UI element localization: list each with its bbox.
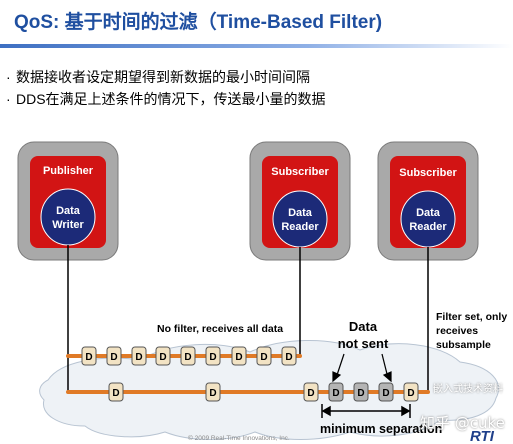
- data-reader-a-line2: Reader: [281, 221, 319, 233]
- rti-logo: RTI: [470, 428, 495, 444]
- svg-text:D: D: [112, 388, 119, 399]
- slide-title: QoS: 基于时间的过滤（Time-Based Filter): [14, 12, 383, 33]
- sample-packet: D: [256, 346, 272, 366]
- label-filter-2: receives: [436, 325, 478, 337]
- sample-packet-not-sent: D: [328, 382, 344, 402]
- svg-text:D: D: [184, 352, 191, 363]
- copyright-text: © 2009 Real-Time Innovations, Inc.: [188, 434, 290, 442]
- sample-packet: D: [205, 346, 221, 366]
- subscriber-device-b: Subscriber Data Reader: [377, 141, 479, 261]
- title-rule: [0, 44, 513, 48]
- svg-text:D: D: [135, 352, 142, 363]
- data-reader-b-line1: Data: [416, 207, 441, 219]
- watermark-line1: 知乎 @cuke: [420, 414, 505, 432]
- watermark-line2: 嵌入式技术资料: [433, 384, 503, 395]
- svg-text:D: D: [159, 352, 166, 363]
- sample-packet: D: [205, 382, 221, 402]
- label-data-not-sent-2: not sent: [338, 336, 389, 351]
- label-filter-1: Filter set, only: [436, 311, 507, 323]
- connection-lines: [67, 245, 429, 392]
- svg-text:D: D: [307, 388, 314, 399]
- label-min-separation: minimum separation: [320, 422, 442, 436]
- bullet-list: ·数据接收者设定期望得到新数据的最小时间间隔 ·DDS在满足上述条件的情况下，传…: [6, 66, 326, 110]
- sample-packet: D: [106, 346, 122, 366]
- sample-packet: D: [403, 382, 419, 402]
- sample-packet: D: [180, 346, 196, 366]
- label-filter-3: subsample: [436, 339, 491, 351]
- sample-packet: D: [231, 346, 247, 366]
- svg-text:D: D: [382, 388, 389, 399]
- sample-packet-not-sent: D: [353, 382, 369, 402]
- svg-text:D: D: [285, 352, 292, 363]
- bullet-item: ·DDS在满足上述条件的情况下，传送最小量的数据: [6, 91, 326, 107]
- svg-text:D: D: [110, 352, 117, 363]
- not-sent-arrows: [332, 353, 392, 383]
- svg-text:D: D: [209, 388, 216, 399]
- bullet-text-2: DDS在满足上述条件的情况下，传送最小量的数据: [16, 91, 326, 107]
- sample-packet: D: [303, 382, 319, 402]
- sample-packet: D: [108, 382, 124, 402]
- svg-text:D: D: [332, 388, 339, 399]
- data-reader-a-line1: Data: [288, 207, 313, 219]
- sample-packet: D: [281, 346, 297, 366]
- sample-packet: D: [131, 346, 147, 366]
- svg-text:D: D: [209, 352, 216, 363]
- bullet-item: ·数据接收者设定期望得到新数据的最小时间间隔: [6, 69, 310, 85]
- sample-packet: D: [155, 346, 171, 366]
- subscriber-b-title: Subscriber: [399, 167, 457, 179]
- data-writer-line1: Data: [56, 205, 81, 217]
- svg-text:D: D: [260, 352, 267, 363]
- bullet-text-1: 数据接收者设定期望得到新数据的最小时间间隔: [16, 69, 310, 85]
- subscriber-device-a: Subscriber Data Reader: [249, 141, 351, 261]
- svg-text:D: D: [407, 388, 414, 399]
- sample-packet-not-sent: D: [378, 382, 394, 402]
- publisher-device: Publisher Data Writer: [17, 141, 119, 261]
- svg-text:D: D: [235, 352, 242, 363]
- svg-text:D: D: [357, 388, 364, 399]
- label-data-not-sent-1: Data: [349, 319, 378, 334]
- sample-row-filtered: D D D D D D D: [108, 382, 419, 402]
- data-reader-b-line2: Reader: [409, 221, 447, 233]
- publisher-title: Publisher: [43, 165, 94, 177]
- data-writer-line2: Writer: [52, 219, 84, 231]
- sample-packet: D: [81, 346, 97, 366]
- min-separation-bracket: [321, 404, 411, 418]
- subscriber-a-title: Subscriber: [271, 166, 329, 178]
- svg-text:D: D: [85, 352, 92, 363]
- label-no-filter: No filter, receives all data: [157, 323, 283, 335]
- sample-row-all: D D D D D D D D D: [81, 346, 297, 366]
